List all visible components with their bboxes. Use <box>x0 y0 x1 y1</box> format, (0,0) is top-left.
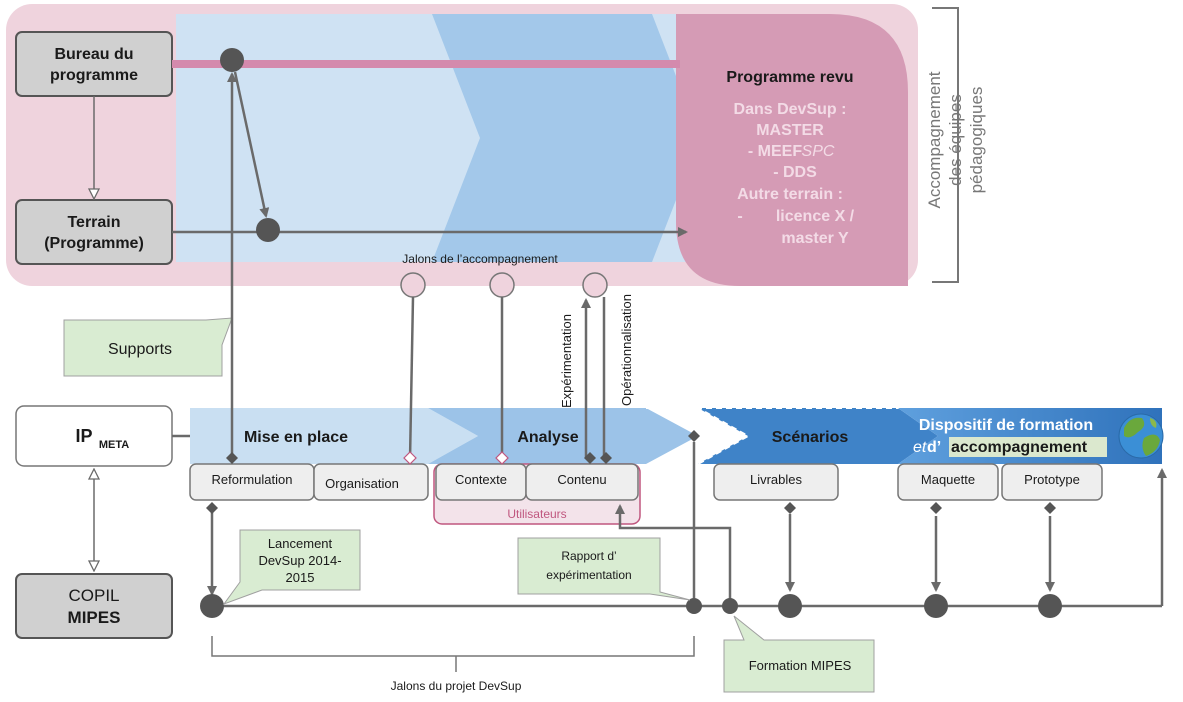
tab-prototype[interactable] <box>1001 463 1103 501</box>
revu-line-meef: - MEEF <box>748 143 802 160</box>
tab-organisation-label: Organisation <box>325 476 399 491</box>
accompagnement-bracket <box>932 7 959 283</box>
timeline-dot-rapport <box>686 598 702 614</box>
mipes-label: MIPES <box>68 608 121 627</box>
contexte-diamond <box>495 451 509 465</box>
operationnalisation-label: Opérationnalisation <box>619 294 634 406</box>
bureau-pink-link <box>172 60 680 68</box>
programme-revu-title: Programme revu <box>726 69 853 86</box>
formation-mipes-callout <box>723 615 875 693</box>
prototype-diamond <box>1044 502 1056 514</box>
jalon-circle-3 <box>582 272 608 298</box>
phase-analyse-label: Analyse <box>517 429 578 446</box>
bureau-programme-label-1: Bureau du <box>54 46 133 63</box>
jalons-accompagnement-label: Jalons de l’accompagnement <box>402 252 558 266</box>
accompagnement-line-3: pédagogiques <box>967 87 986 194</box>
revu-line-licence: licence X / <box>776 208 855 225</box>
lancement-line-2: DevSup 2014- <box>258 553 341 568</box>
experimentation-label: Expérimentation <box>559 314 574 408</box>
livrables-diamond <box>784 502 796 514</box>
terrain-milestone-dot <box>256 218 280 242</box>
revu-line-dds: - DDS <box>773 164 817 181</box>
lancement-callout <box>222 529 361 606</box>
phase-mise-en-place-label: Mise en place <box>244 429 348 446</box>
utilisateurs-label: Utilisateurs <box>507 507 566 521</box>
timeline-dot-livrables <box>778 594 802 618</box>
tab-maquette-label: Maquette <box>921 472 975 487</box>
analyse-end-diamond <box>688 430 700 442</box>
revu-line-master-y: master Y <box>781 230 849 247</box>
phase-scenarios[interactable] <box>698 408 938 464</box>
formation-feedback-link <box>615 504 732 606</box>
copil-mipes-box[interactable] <box>15 573 173 639</box>
bureau-milestone-dot <box>220 48 244 72</box>
dispositif-et: et <box>913 439 927 456</box>
supports-label: Supports <box>108 341 172 358</box>
tab-contenu[interactable] <box>525 463 639 501</box>
timeline-dot-maquette <box>924 594 948 618</box>
revu-line-dans-devsup: Dans DevSup : <box>734 101 847 118</box>
lancement-line-1: Lancement <box>268 536 333 551</box>
reformulation-bottom-diamond <box>206 502 218 514</box>
contenu-diamond-2 <box>600 452 612 464</box>
copil-label: COPIL <box>68 586 119 605</box>
rapport-line-1: Rapport d’ <box>561 549 616 563</box>
terrain-label-1: Terrain <box>67 214 120 231</box>
formation-mipes-label: Formation MIPES <box>749 658 852 673</box>
organisation-jalon-link <box>408 296 415 461</box>
ip-meta-box[interactable] <box>15 405 173 467</box>
accompagnement-label: Accompagnement des équipes pédagogiques <box>925 71 986 208</box>
phase-analyse[interactable] <box>428 408 698 464</box>
lancement-line-3: 2015 <box>286 570 315 585</box>
terrain-programme-box[interactable] <box>15 199 173 265</box>
globe-icon <box>1118 413 1164 459</box>
jalons-projet-bracket <box>211 636 695 657</box>
jalon-circle-1 <box>400 272 426 298</box>
accompagnement-highlight <box>949 437 1107 457</box>
reformulation-diamond <box>226 452 238 464</box>
tab-maquette[interactable] <box>897 463 999 501</box>
accompagnement-line-1: Accompagnement <box>925 71 944 208</box>
programme-revu-box <box>676 14 908 286</box>
tab-prototype-label: Prototype <box>1024 472 1080 487</box>
accompagnement-line-2: des équipes <box>946 94 965 186</box>
tab-reformulation-label: Reformulation <box>212 472 293 487</box>
tab-livrables-label: Livrables <box>750 472 803 487</box>
timeline-dot-formation <box>722 598 738 614</box>
revu-line-spc: SPC <box>802 143 835 160</box>
revu-line-master: MASTER <box>756 122 824 139</box>
program-chevron <box>432 14 700 262</box>
timeline-dot-lancement <box>200 594 224 618</box>
dispositif-accompagnement: accompagnement <box>951 439 1088 456</box>
dispositif-line-1: Dispositif de formation <box>919 417 1093 434</box>
maquette-diamond <box>930 502 942 514</box>
supports-callout <box>63 317 233 377</box>
rapport-callout <box>517 537 691 601</box>
bureau-programme-box[interactable] <box>15 31 173 97</box>
rapport-line-2: expérimentation <box>546 568 631 582</box>
ip-label: IP <box>75 426 92 446</box>
tab-contexte-label: Contexte <box>455 472 507 487</box>
bureau-programme-label-2: programme <box>50 67 138 84</box>
dispositif-d: d’ <box>927 439 941 456</box>
jalon-circle-2 <box>489 272 515 298</box>
phase-mise-en-place[interactable] <box>190 408 478 464</box>
revu-line-autre-terrain: Autre terrain : <box>737 186 843 203</box>
bureau-to-terrain-diagonal <box>233 71 270 218</box>
tab-livrables[interactable] <box>713 463 839 501</box>
organisation-diamond <box>403 451 417 465</box>
terrain-label-2: (Programme) <box>44 235 144 252</box>
tab-organisation[interactable] <box>313 463 429 501</box>
revu-line-dash: - <box>737 208 742 225</box>
contenu-diamond-1 <box>584 452 596 464</box>
phase-scenarios-label: Scénarios <box>772 429 849 446</box>
tab-contenu-label: Contenu <box>557 472 606 487</box>
jalons-projet-label: Jalons du projet DevSup <box>391 679 522 693</box>
timeline-dot-prototype <box>1038 594 1062 618</box>
ip-meta-subscript: META <box>99 439 129 451</box>
